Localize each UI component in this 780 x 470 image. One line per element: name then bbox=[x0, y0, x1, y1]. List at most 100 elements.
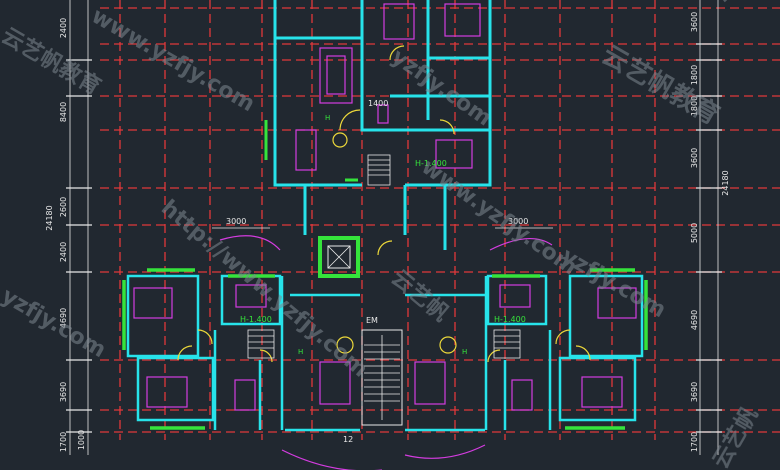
dining-table bbox=[499, 284, 531, 308]
elevator-label: EM bbox=[366, 316, 378, 325]
door-swing bbox=[377, 240, 393, 256]
round-table bbox=[336, 336, 354, 354]
bed bbox=[383, 3, 415, 40]
left-unit-plan[interactable]: 3000 H-1.400 H bbox=[122, 217, 303, 430]
level-mark-left: H-1.400 bbox=[240, 315, 272, 324]
left-dim-text: 2400 bbox=[59, 242, 68, 262]
bed bbox=[597, 287, 637, 319]
top-unit-plan[interactable]: 1400 H-1.400 H bbox=[264, 0, 492, 256]
door-swing bbox=[575, 345, 591, 361]
stair-well bbox=[361, 329, 403, 426]
top-stairs bbox=[367, 154, 391, 186]
central-stair[interactable]: EM 12 bbox=[343, 316, 403, 444]
right-dim-text: 4690 bbox=[690, 310, 699, 330]
stair bbox=[493, 329, 521, 359]
right-dim-text: 3600 bbox=[690, 148, 699, 168]
stair-treads bbox=[364, 344, 400, 402]
left-stair bbox=[247, 329, 275, 359]
sofa bbox=[319, 47, 353, 104]
dimension-lines bbox=[69, 0, 719, 455]
door-swing bbox=[555, 329, 571, 345]
dim-3000-left: 3000 bbox=[226, 217, 246, 226]
dining-table bbox=[435, 139, 473, 169]
level-mark-right: H-1.400 bbox=[494, 315, 526, 324]
balcony-arc bbox=[489, 237, 553, 251]
h-mark: H bbox=[462, 348, 467, 356]
dim-3000-right: 3000 bbox=[508, 217, 528, 226]
right-dim-text: 1800 bbox=[690, 96, 699, 116]
left-unit-doors bbox=[177, 329, 273, 363]
bed bbox=[133, 287, 173, 319]
right-dim-total: 24180 bbox=[721, 170, 730, 195]
wall bbox=[273, 0, 362, 187]
bottom-living-area[interactable] bbox=[281, 293, 486, 470]
elevator-x bbox=[327, 245, 351, 269]
left-dim-text: 1700 bbox=[59, 432, 68, 452]
right-dim-text: 1700 bbox=[690, 432, 699, 452]
left-dim-text: 1000 bbox=[77, 430, 86, 450]
bedroom-wall bbox=[568, 274, 644, 358]
left-unit-windows bbox=[122, 268, 275, 430]
sofa bbox=[319, 361, 351, 405]
right-unit-furniture bbox=[489, 237, 637, 411]
elevator-car bbox=[327, 245, 351, 269]
elevator-shaft bbox=[318, 236, 360, 278]
top-unit-doors bbox=[332, 45, 455, 256]
elevator-core[interactable] bbox=[318, 236, 360, 278]
center-label: 12 bbox=[343, 435, 353, 444]
left-dim-text: 8400 bbox=[59, 102, 68, 122]
stair bbox=[247, 329, 275, 359]
balcony-arc bbox=[219, 235, 281, 251]
door-swing bbox=[177, 345, 193, 361]
right-unit-doors bbox=[487, 329, 591, 363]
top-unit-furniture bbox=[295, 3, 481, 171]
left-dim-text: 3690 bbox=[59, 382, 68, 402]
coffee-table bbox=[326, 55, 346, 95]
left-dim-total: 24180 bbox=[45, 205, 54, 230]
left-unit-furniture bbox=[133, 235, 281, 411]
door-swing bbox=[259, 349, 273, 363]
right-stair bbox=[493, 329, 521, 359]
round-table bbox=[332, 132, 348, 148]
right-unit-windows bbox=[492, 268, 648, 430]
dining-table bbox=[235, 284, 267, 308]
h-mark: H bbox=[325, 114, 330, 122]
bay-arc bbox=[404, 444, 486, 459]
bay-arc bbox=[281, 449, 382, 470]
right-unit-plan[interactable]: 3000 H-1.400 H bbox=[462, 217, 648, 430]
left-dim-text: 2600 bbox=[59, 197, 68, 217]
round-table bbox=[439, 336, 457, 354]
door-swing bbox=[389, 45, 405, 61]
dim-1400: 1400 bbox=[368, 99, 388, 108]
h-mark: H bbox=[298, 348, 303, 356]
dim-ticks bbox=[66, 43, 722, 433]
left-dim-text: 4690 bbox=[59, 308, 68, 328]
sofa bbox=[414, 361, 446, 405]
right-dim-text: 1800 bbox=[690, 65, 699, 85]
door-swing bbox=[339, 109, 361, 131]
bedroom-wall bbox=[136, 356, 215, 422]
left-dimensions: 2400 8400 24180 2600 2400 4690 3690 1700… bbox=[45, 18, 86, 452]
bath-fixture bbox=[511, 379, 533, 411]
living-furniture bbox=[281, 361, 486, 470]
cabinet bbox=[295, 129, 317, 171]
door-swing bbox=[487, 349, 501, 363]
right-dim-text: 3690 bbox=[690, 382, 699, 402]
living-walls bbox=[285, 293, 485, 432]
fixture bbox=[377, 104, 389, 124]
bed bbox=[581, 376, 623, 408]
door-swing bbox=[439, 119, 455, 135]
right-dimensions: 3600 1800 1800 3600 24180 5000 4690 3690… bbox=[690, 12, 730, 452]
living-doors bbox=[336, 336, 457, 354]
bed bbox=[146, 376, 188, 408]
left-dim-text: 2400 bbox=[59, 18, 68, 38]
bedroom-wall bbox=[126, 274, 200, 358]
bath-fixture bbox=[234, 379, 256, 411]
bed bbox=[444, 3, 481, 37]
top-unit-walls bbox=[273, 0, 492, 250]
top-unit-windows bbox=[264, 120, 358, 182]
right-unit-walls bbox=[484, 274, 644, 430]
